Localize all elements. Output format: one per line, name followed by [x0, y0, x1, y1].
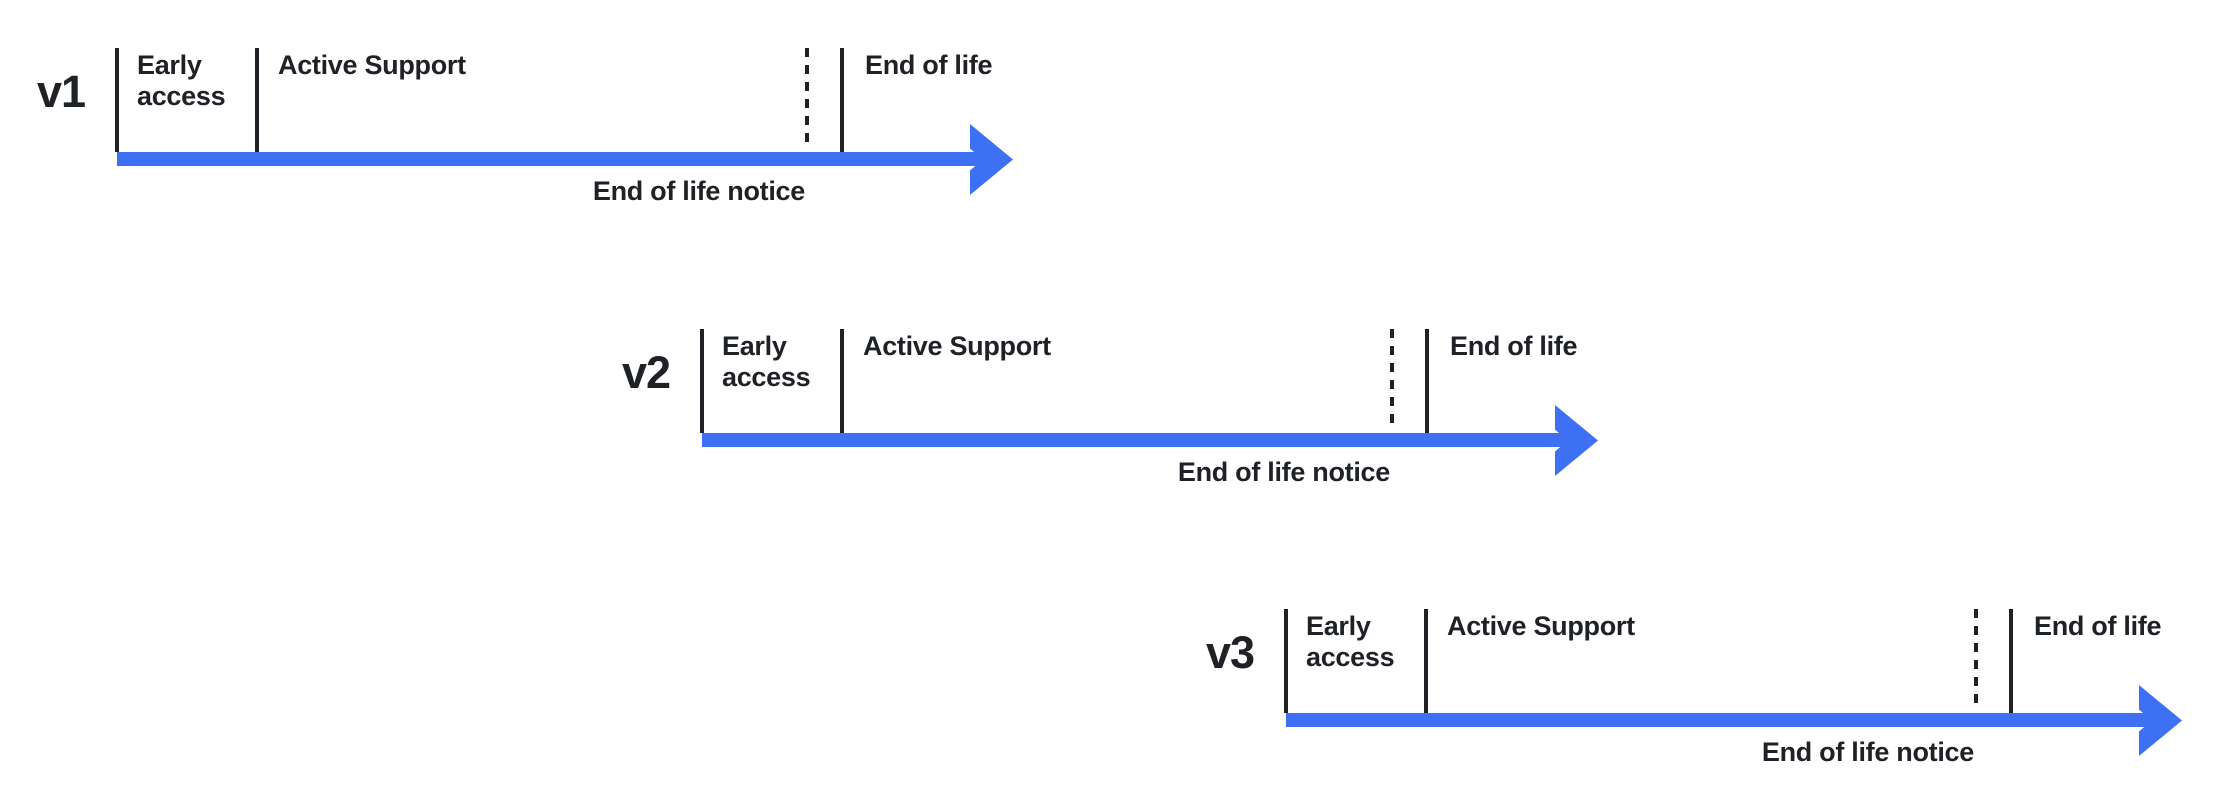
version-label: v1 — [36, 66, 86, 117]
early-access-label: Early access — [1306, 611, 1395, 672]
eol-notice-dashed-line — [1390, 329, 1394, 428]
active-support-label: Active Support — [1447, 611, 1635, 641]
early-access-label: Early access — [137, 50, 226, 111]
release-start-tick — [1284, 609, 1288, 713]
end-of-life-tick — [2009, 609, 2013, 713]
active-support-label: Active Support — [863, 331, 1051, 361]
timeline-v3: v3 Early access Active Support End of li… — [1206, 609, 2228, 784]
arrow-right-icon — [1555, 405, 1598, 476]
end-of-life-label: End of life — [1450, 331, 1578, 361]
timeline-v1: v1 Early access Active Support End of li… — [37, 48, 1067, 223]
end-of-life-notice-label: End of life notice — [1761, 737, 1974, 767]
eol-notice-dashed-line — [1974, 609, 1978, 708]
active-support-start-tick — [840, 329, 844, 433]
version-label: v2 — [621, 347, 671, 398]
timeline-bar — [702, 433, 1568, 447]
active-support-start-tick — [1424, 609, 1428, 713]
timeline-v2: v2 Early access Active Support End of li… — [622, 329, 1652, 504]
release-start-tick — [115, 48, 119, 152]
version-label: v3 — [1205, 627, 1255, 678]
release-start-tick — [700, 329, 704, 433]
end-of-life-notice-label: End of life notice — [592, 176, 805, 206]
eol-notice-dashed-line — [805, 48, 809, 147]
end-of-life-notice-label: End of life notice — [1177, 457, 1390, 487]
arrow-right-icon — [2139, 685, 2182, 756]
end-of-life-tick — [1425, 329, 1429, 433]
timeline-bar — [1286, 713, 2152, 727]
active-support-start-tick — [255, 48, 259, 152]
arrow-right-icon — [970, 124, 1013, 195]
end-of-life-tick — [840, 48, 844, 152]
end-of-life-label: End of life — [865, 50, 993, 80]
end-of-life-label: End of life — [2034, 611, 2162, 641]
early-access-label: Early access — [722, 331, 811, 392]
active-support-label: Active Support — [278, 50, 466, 80]
timeline-bar — [117, 152, 983, 166]
